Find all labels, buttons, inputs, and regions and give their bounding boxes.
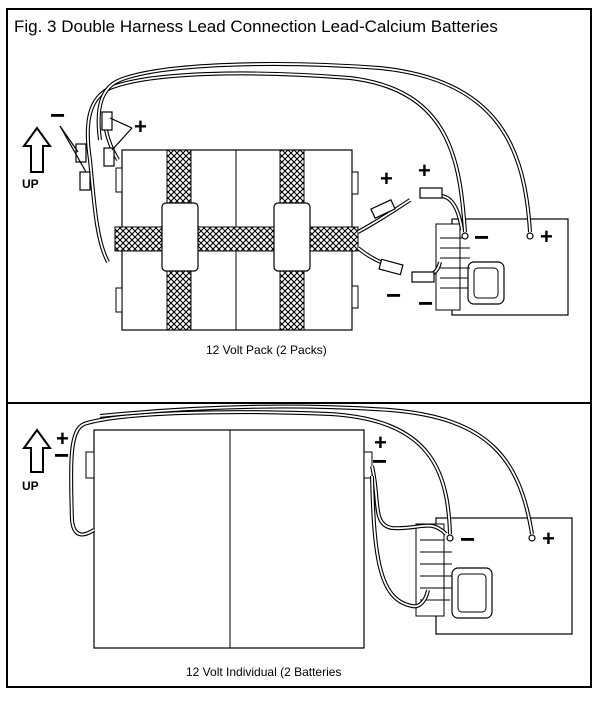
top-plus-right: + [418, 158, 431, 183]
top-minus-mid: − [386, 280, 401, 310]
top-panel [22, 62, 569, 331]
bottom-harness-wires [69, 404, 534, 609]
top-pointer-lines [59, 117, 133, 173]
top-panel-caption: 12 Volt Pack (2 Packs) [206, 343, 327, 357]
top-up-arrow-icon [22, 126, 52, 173]
top-plus-left: + [134, 114, 147, 139]
bottom-panel-caption: 12 Volt Individual (2 Batteries [186, 665, 342, 679]
charger-unit-bottom [415, 517, 573, 635]
top-minus-right: − [418, 288, 433, 318]
bottom-panel [22, 404, 573, 649]
bottom-plus-right: + [374, 430, 387, 455]
figure-title: Fig. 3 Double Harness Lead Connection Le… [14, 17, 498, 36]
bottom-minus-left: − [54, 440, 69, 470]
top-plus-mid: + [380, 166, 393, 191]
bottom-plus-left: + [56, 426, 69, 451]
bottom-charger-minus: − [460, 524, 475, 554]
top-harness-wires [85, 62, 532, 280]
top-charger-minus: − [474, 222, 489, 252]
charger-unit [435, 218, 569, 316]
top-charger-plus: + [540, 224, 553, 249]
top-up-label: UP [22, 177, 39, 191]
top-minus-left: − [50, 100, 65, 130]
bottom-up-label: UP [22, 479, 39, 493]
panel-divider [6, 402, 592, 404]
pack-straps [114, 149, 359, 331]
polarity-labels: UP − + + + − − − + UP + − + − − + [22, 100, 555, 554]
bottom-minus-right: − [372, 446, 387, 476]
top-connectors [75, 111, 443, 283]
bottom-charger-plus: + [542, 526, 555, 551]
individual-batteries [85, 429, 373, 649]
bottom-up-arrow-icon [22, 428, 52, 473]
